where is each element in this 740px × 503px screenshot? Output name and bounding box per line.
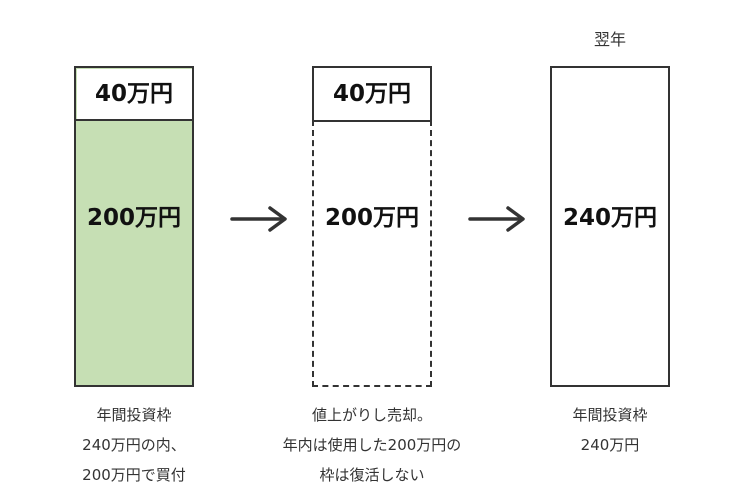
caption-line: 年間投資枠 — [96, 406, 172, 424]
next-year-label: 翌年 — [593, 30, 626, 49]
column3-amount: 240万円 — [562, 205, 657, 231]
caption-line: 240万円 — [580, 436, 640, 454]
column1-top-amount-label: 40万円 — [94, 81, 173, 107]
column1-divider — [74, 119, 194, 121]
column2-top-segment — [312, 66, 432, 122]
column3-caption: 年間投資枠 240万円 — [510, 400, 710, 460]
column2-caption: 値上がりし売却。 年内は使用した200万円の 枠は復活しない — [252, 400, 492, 490]
caption-line: 年内は使用した200万円の — [282, 436, 462, 454]
caption-line: 値上がりし売却。 — [311, 406, 432, 424]
caption-line: 枠は復活しない — [319, 466, 425, 484]
caption-line: 年間投資枠 — [572, 406, 648, 424]
caption-line: 240万円の内、 — [82, 436, 186, 454]
column2-bottom-amount: 200万円 — [324, 205, 419, 231]
column2-top-amount: 40万円 — [332, 81, 411, 107]
right-arrow-icon — [230, 206, 287, 232]
column1-bottom-amount: 200万円 — [86, 205, 181, 231]
column2-dashed-body — [312, 119, 432, 387]
column3-box — [550, 66, 670, 387]
right-arrow-icon — [468, 206, 525, 232]
column1-caption: 年間投資枠 240万円の内、 200万円で買付 — [34, 400, 234, 490]
column1-top-segment — [76, 68, 192, 120]
caption-line: 200万円で買付 — [82, 466, 186, 484]
